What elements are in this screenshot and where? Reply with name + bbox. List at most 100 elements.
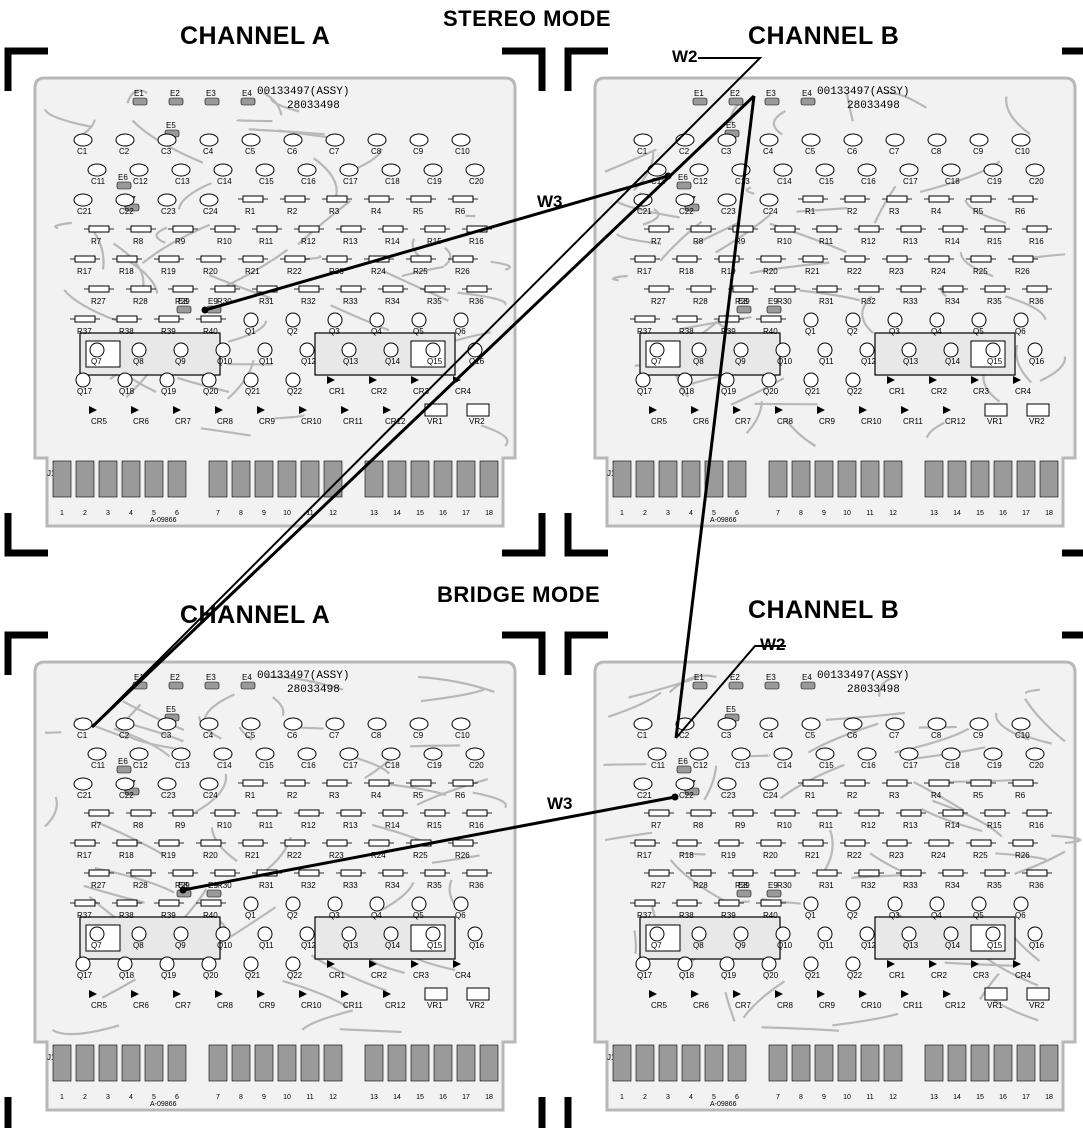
component-label: Q13 xyxy=(343,357,359,366)
component-label: Q18 xyxy=(679,971,695,980)
capacitor xyxy=(199,717,219,731)
w3-endpoint xyxy=(201,306,209,314)
connector-pad xyxy=(410,460,430,498)
terminal-pad xyxy=(766,305,782,314)
connector-pad xyxy=(814,460,834,498)
component-label: Q8 xyxy=(133,941,144,950)
corner-brackets xyxy=(4,631,546,1128)
connector-pin-number: 15 xyxy=(416,510,424,517)
transistor xyxy=(887,896,903,912)
component-label: R20 xyxy=(763,851,778,860)
board-marking: A-09866 xyxy=(150,517,177,524)
component-label: R23 xyxy=(889,851,904,860)
component-label: R2 xyxy=(287,207,298,216)
component-label: R6 xyxy=(1015,791,1026,800)
component-label: CR3 xyxy=(413,387,430,396)
component-label: C9 xyxy=(973,731,984,740)
connector-pin-number: 9 xyxy=(822,1094,826,1101)
bridge-mode-title: BRIDGE MODE xyxy=(437,582,601,607)
transistor xyxy=(971,312,987,328)
connector-pin-number: 6 xyxy=(735,510,739,517)
connector-pad xyxy=(924,1044,944,1082)
transistor xyxy=(929,312,945,328)
component-label: C19 xyxy=(427,761,442,770)
connector-pad xyxy=(970,1044,990,1082)
component-label: C5 xyxy=(805,731,816,740)
component-label: C13 xyxy=(175,761,190,770)
resistor xyxy=(732,869,754,877)
component-block xyxy=(984,987,1008,1001)
component-label: VR1 xyxy=(427,1001,443,1010)
connector-pin-number: 14 xyxy=(953,510,961,517)
terminal-label: E6 xyxy=(118,757,128,766)
component-label: C8 xyxy=(931,731,942,740)
component-label: R33 xyxy=(903,297,918,306)
transistor xyxy=(453,896,469,912)
component-label: C11 xyxy=(91,177,106,186)
resistor xyxy=(466,285,488,293)
transistor xyxy=(677,372,693,388)
component-label: R4 xyxy=(371,207,382,216)
component-label: C1 xyxy=(77,731,88,740)
component-label: C22 xyxy=(679,207,694,216)
resistor xyxy=(214,809,236,817)
component-label: Q8 xyxy=(693,941,704,950)
component-label: R22 xyxy=(287,267,302,276)
component-label: CR5 xyxy=(651,1001,668,1010)
capacitor xyxy=(129,163,149,177)
transistor xyxy=(649,926,665,942)
component-label: Q18 xyxy=(679,387,695,396)
component-label: CR9 xyxy=(259,417,276,426)
component-label: R8 xyxy=(133,237,144,246)
resistor xyxy=(1012,195,1034,203)
capacitor xyxy=(773,163,793,177)
resistor xyxy=(900,809,922,817)
capacitor xyxy=(115,777,135,791)
terminal-pad xyxy=(240,97,256,106)
capacitor xyxy=(941,163,961,177)
resistor xyxy=(130,285,152,293)
component-label: CR12 xyxy=(945,1001,966,1010)
resistor xyxy=(942,225,964,233)
component-label: CR9 xyxy=(259,1001,276,1010)
connector-label: J1 xyxy=(47,469,56,478)
component-label: Q15 xyxy=(427,941,443,950)
connector-pad xyxy=(277,1044,297,1082)
capacitor xyxy=(73,717,93,731)
component-label: R36 xyxy=(1029,297,1044,306)
component-label: R23 xyxy=(889,267,904,276)
connector-pin-number: 9 xyxy=(262,510,266,517)
component-label: R6 xyxy=(1015,207,1026,216)
w3-jumper: W3 xyxy=(201,172,672,314)
resistor xyxy=(116,839,138,847)
component-label: Q18 xyxy=(119,971,135,980)
component-label: CR9 xyxy=(819,417,836,426)
diode xyxy=(411,960,419,968)
component-block xyxy=(1026,987,1050,1001)
connector-pin-number: 7 xyxy=(216,510,220,517)
component-label: R24 xyxy=(931,267,946,276)
diode xyxy=(341,406,349,414)
terminal-label: E2 xyxy=(730,673,740,682)
resistor xyxy=(886,839,908,847)
connector-pin-number: 12 xyxy=(889,1094,897,1101)
resistor xyxy=(88,869,110,877)
resistor xyxy=(1012,255,1034,263)
component-label: R38 xyxy=(679,911,694,920)
connector-pad xyxy=(658,460,678,498)
capacitor xyxy=(339,747,359,761)
component-label: C5 xyxy=(245,147,256,156)
capacitor xyxy=(73,133,93,147)
transistor xyxy=(117,956,133,972)
component-label: C20 xyxy=(1029,761,1044,770)
component-label: C4 xyxy=(203,731,214,740)
connector-pin-number: 17 xyxy=(462,1094,470,1101)
resistor xyxy=(116,899,138,907)
transistor xyxy=(859,926,875,942)
component-label: R37 xyxy=(637,327,652,336)
transistor xyxy=(635,956,651,972)
connector-pin-number: 16 xyxy=(999,510,1007,517)
connector-pin-number: 3 xyxy=(666,510,670,517)
capacitor xyxy=(73,777,93,791)
